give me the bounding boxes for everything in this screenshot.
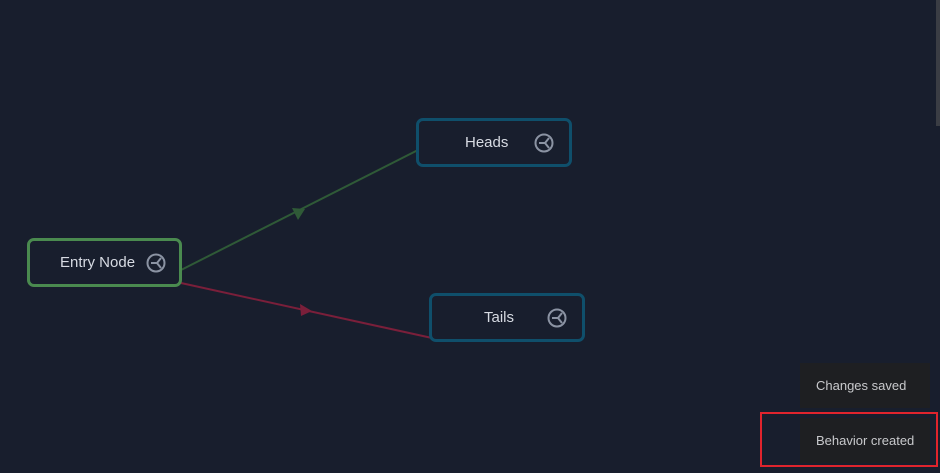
exit-port-icon[interactable] xyxy=(533,132,555,154)
node-heads[interactable]: Heads xyxy=(416,118,572,167)
scrollbar-thumb[interactable] xyxy=(936,0,940,126)
node-heads-label: Heads xyxy=(465,134,509,151)
edge-entry-to-heads-arrow xyxy=(292,208,305,220)
toast-behavior-created[interactable]: Behavior created xyxy=(800,418,930,463)
node-entry[interactable]: Entry Node xyxy=(27,238,182,287)
exit-port-icon[interactable] xyxy=(546,307,568,329)
node-tails-label: Tails xyxy=(484,309,515,326)
toast-changes-saved[interactable]: Changes saved xyxy=(800,363,930,408)
toast-text: Behavior created xyxy=(816,433,915,448)
node-tails[interactable]: Tails xyxy=(429,293,585,342)
node-entry-label: Entry Node xyxy=(60,254,136,271)
exit-port-icon[interactable] xyxy=(145,252,167,274)
toast-text: Changes saved xyxy=(816,378,907,393)
edge-entry-to-tails-arrow xyxy=(300,304,312,316)
